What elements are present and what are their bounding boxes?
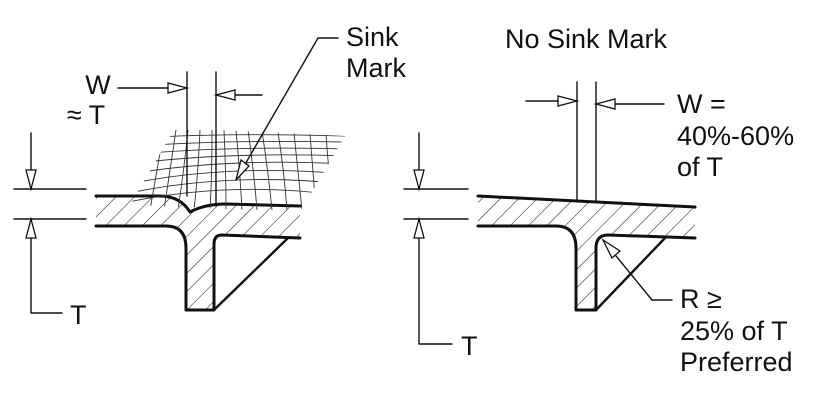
radius-label-2: 25% of T (680, 316, 788, 346)
right-t-arrowhead-bottom (413, 216, 425, 239)
left-t-arrowhead-top (25, 169, 37, 192)
right-w-label-1: W = (677, 89, 726, 119)
right-t-label: T (461, 331, 478, 361)
sink-label-line1: Sink (346, 22, 399, 52)
radius-leader (602, 239, 673, 301)
no-sink-mark-caption: No Sink Mark (505, 24, 668, 54)
right-w-label-2: 40%-60% (677, 121, 794, 151)
right-wall-section (478, 196, 695, 310)
right-t-leader (418, 218, 453, 345)
sink-mark-leader (235, 37, 339, 181)
right-w-arrowhead-l (557, 95, 580, 107)
radius-arrowhead (601, 238, 622, 260)
left-t-label: T (70, 300, 87, 330)
radius-label-3: Preferred (680, 347, 793, 377)
left-t-arrowhead-bottom (25, 216, 37, 239)
left-rib-outline (94, 224, 302, 312)
right-t-arrowhead-top (413, 169, 425, 192)
left-w-arrowhead-r (213, 89, 236, 101)
left-w-approx-label: ≈ T (67, 100, 105, 130)
left-t-leader (30, 218, 63, 314)
radius-label-1: R ≥ (680, 284, 722, 314)
right-top-surface (476, 194, 697, 209)
right-panel: W = 40%-60% of T T R ≥ 25% of T Preferre… (403, 24, 794, 377)
left-gusset (212, 236, 290, 312)
left-top-surface (94, 194, 302, 214)
left-w-arrowhead-l (167, 82, 190, 94)
right-w-arrowhead-r (593, 98, 616, 110)
right-rib-outline (476, 224, 697, 312)
left-panel: W ≈ T T Sink Mark (13, 22, 406, 330)
sink-label-line2: Mark (346, 53, 406, 83)
sink-mark-arrowhead (235, 158, 250, 181)
left-wall-section (96, 196, 300, 310)
right-w-label-3: of T (677, 152, 723, 182)
left-w-label: W (85, 70, 111, 100)
